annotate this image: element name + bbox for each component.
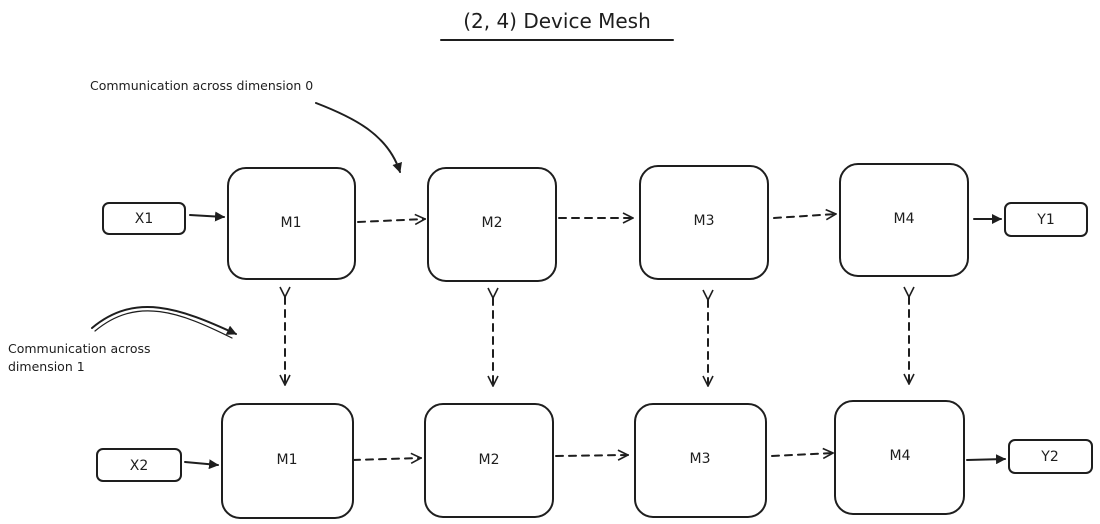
arrow-r1-m1-to-m2 (357, 219, 425, 222)
annotation-dim1-line-2: dimension 1 (8, 359, 85, 374)
output-label-y1: Y1 (1036, 212, 1054, 228)
device-label-r1-m2: M2 (482, 215, 503, 231)
device-label-r2-m3: M3 (690, 451, 711, 467)
device-box-r2-m4 (834, 400, 965, 515)
annotation-dim0: Communication across dimension 0 (90, 78, 313, 93)
vertical-links (285, 297, 909, 387)
arrow-r2-m3-to-m4 (771, 453, 833, 456)
device-label-r2-m2: M2 (479, 452, 500, 468)
annotation-dim1-line-1: Communication across (8, 341, 151, 356)
arrow-x1-to-m1 (189, 211, 225, 222)
output-box-y1 (1004, 202, 1088, 237)
device-box-r1-m4 (839, 163, 969, 277)
device-label-r1-m1: M1 (281, 215, 302, 231)
device-box-r1-m1 (227, 167, 356, 280)
arrow-r1-m3-to-m4 (773, 214, 836, 218)
input-label-x1: X1 (135, 211, 154, 227)
mesh-row-2: X2 M1 M2 M3 M4 Y2 (96, 400, 1093, 519)
annotation-dim0-arrow (315, 102, 402, 173)
device-box-r1-m2 (427, 167, 557, 282)
arrow-r2-m2-to-m3 (555, 455, 628, 456)
annotation-dim1: Communication across dimension 1 (8, 341, 155, 374)
device-label-r1-m3: M3 (694, 213, 715, 229)
output-box-y2 (1008, 439, 1093, 474)
arrow-r2-m1-to-m2 (352, 458, 421, 460)
annotation-dim1-arrow (91, 306, 237, 335)
device-box-r2-m3 (634, 403, 767, 518)
device-label-r1-m4: M4 (894, 211, 915, 227)
device-box-r1-m3 (639, 165, 769, 280)
annotation-dim0-line: Communication across dimension 0 (90, 78, 313, 93)
arrow-x2-to-m1 (184, 459, 219, 470)
input-label-x2: X2 (130, 458, 149, 474)
input-box-x1 (102, 202, 186, 235)
device-label-r2-m4: M4 (890, 448, 911, 464)
mesh-row-1: X1 M1 M2 M3 M4 Y1 (102, 163, 1088, 282)
device-label-r2-m1: M1 (277, 452, 298, 468)
diagram-title: (2, 4) Device Mesh (463, 9, 651, 33)
input-box-x2 (96, 448, 182, 482)
output-label-y2: Y2 (1040, 449, 1058, 465)
arrow-m4-to-y2 (966, 454, 1006, 465)
annotation-dim1-arrow-tail (94, 310, 233, 339)
device-box-r2-m2 (424, 403, 554, 518)
